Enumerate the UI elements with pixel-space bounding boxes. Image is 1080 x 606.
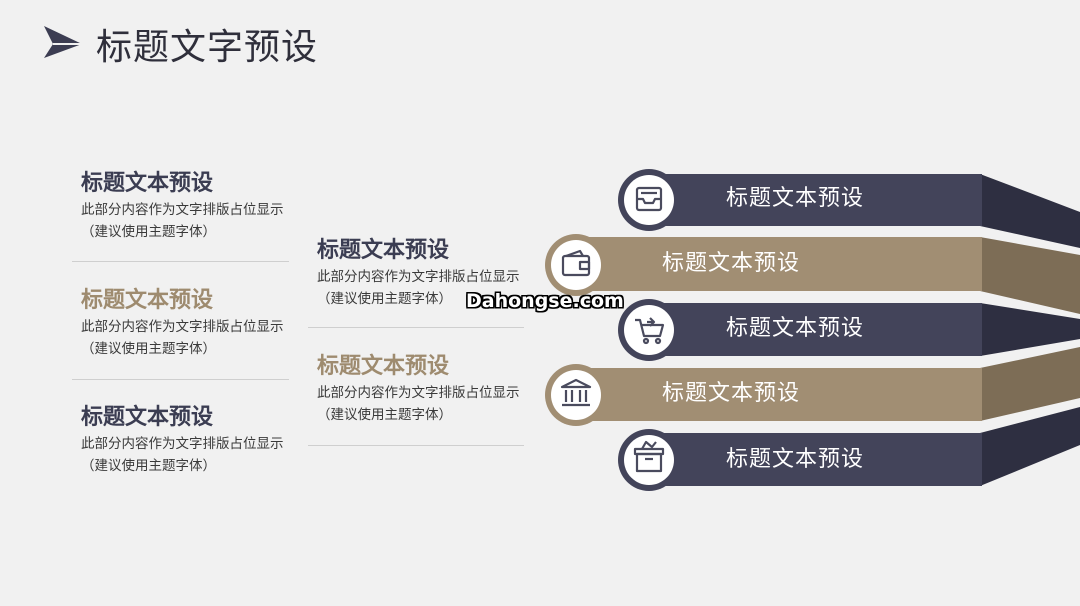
bar-4-fold xyxy=(980,347,1080,421)
bar-5-label: 标题文本预设 xyxy=(726,447,865,472)
left-block-3-title: 标题文本预设 xyxy=(81,405,214,430)
mid-block-2-title: 标题文本预设 xyxy=(317,354,450,379)
inbox-tray-icon xyxy=(635,186,663,212)
bar-5-face xyxy=(650,433,982,486)
bar-3-label: 标题文本预设 xyxy=(726,316,865,341)
archive-box-icon xyxy=(633,440,665,473)
mid-block-1-body: 此部分内容作为文字排版占位显示 （建议使用主题字体） xyxy=(317,266,520,310)
wallet-icon xyxy=(561,249,591,277)
bar-2-face xyxy=(576,237,982,291)
left-block-1-line2: （建议使用主题字体） xyxy=(81,224,216,240)
left-block-3-line1: 此部分内容作为文字排版占位显示 xyxy=(81,436,284,452)
bank-building-icon xyxy=(560,378,592,407)
left-block-1-line1: 此部分内容作为文字排版占位显示 xyxy=(81,202,284,218)
divider xyxy=(72,379,289,380)
bar-2-label: 标题文本预设 xyxy=(662,251,801,276)
bar-4-label: 标题文本预设 xyxy=(662,381,801,406)
bar-1-fold xyxy=(980,174,1080,248)
left-block-2-line1: 此部分内容作为文字排版占位显示 xyxy=(81,319,284,335)
left-block-3-body: 此部分内容作为文字排版占位显示 （建议使用主题字体） xyxy=(81,433,284,477)
mid-block-2-line1: 此部分内容作为文字排版占位显示 xyxy=(317,385,520,401)
left-block-1-title: 标题文本预设 xyxy=(81,171,214,196)
left-block-2-line2: （建议使用主题字体） xyxy=(81,341,216,357)
left-block-1: 标题文本预设 此部分内容作为文字排版占位显示 （建议使用主题字体） xyxy=(81,173,284,243)
mid-block-2: 标题文本预设 此部分内容作为文字排版占位显示 （建议使用主题字体） xyxy=(317,356,520,426)
bar-3-face xyxy=(650,303,982,356)
mid-block-1-line2: （建议使用主题字体） xyxy=(317,291,452,307)
mid-block-2-body: 此部分内容作为文字排版占位显示 （建议使用主题字体） xyxy=(317,382,520,426)
mid-block-2-line2: （建议使用主题字体） xyxy=(317,407,452,423)
left-block-3: 标题文本预设 此部分内容作为文字排版占位显示 （建议使用主题字体） xyxy=(81,407,284,477)
paper-plane-icon xyxy=(44,26,82,58)
page-title: 标题文字预设 xyxy=(96,27,319,68)
divider xyxy=(308,327,524,328)
mid-block-1: 标题文本预设 此部分内容作为文字排版占位显示 （建议使用主题字体） xyxy=(317,240,520,310)
watermark-text: Dahongse.com xyxy=(466,290,624,312)
divider xyxy=(72,261,289,262)
bar-2-fold xyxy=(980,237,1080,314)
bar-1-face xyxy=(650,174,982,226)
left-block-3-line2: （建议使用主题字体） xyxy=(81,458,216,474)
shopping-cart-icon xyxy=(635,317,665,345)
mid-block-1-line1: 此部分内容作为文字排版占位显示 xyxy=(317,269,520,285)
bar-3-fold xyxy=(980,303,1080,356)
bar-4-face xyxy=(576,368,982,421)
left-block-2-body: 此部分内容作为文字排版占位显示 （建议使用主题字体） xyxy=(81,316,284,360)
bar-1-label: 标题文本预设 xyxy=(726,186,865,211)
bar-5-fold xyxy=(980,407,1080,486)
left-block-2-title: 标题文本预设 xyxy=(81,288,214,313)
left-block-2: 标题文本预设 此部分内容作为文字排版占位显示 （建议使用主题字体） xyxy=(81,290,284,360)
left-block-1-body: 此部分内容作为文字排版占位显示 （建议使用主题字体） xyxy=(81,199,284,243)
divider xyxy=(308,445,524,446)
mid-block-1-title: 标题文本预设 xyxy=(317,238,450,263)
